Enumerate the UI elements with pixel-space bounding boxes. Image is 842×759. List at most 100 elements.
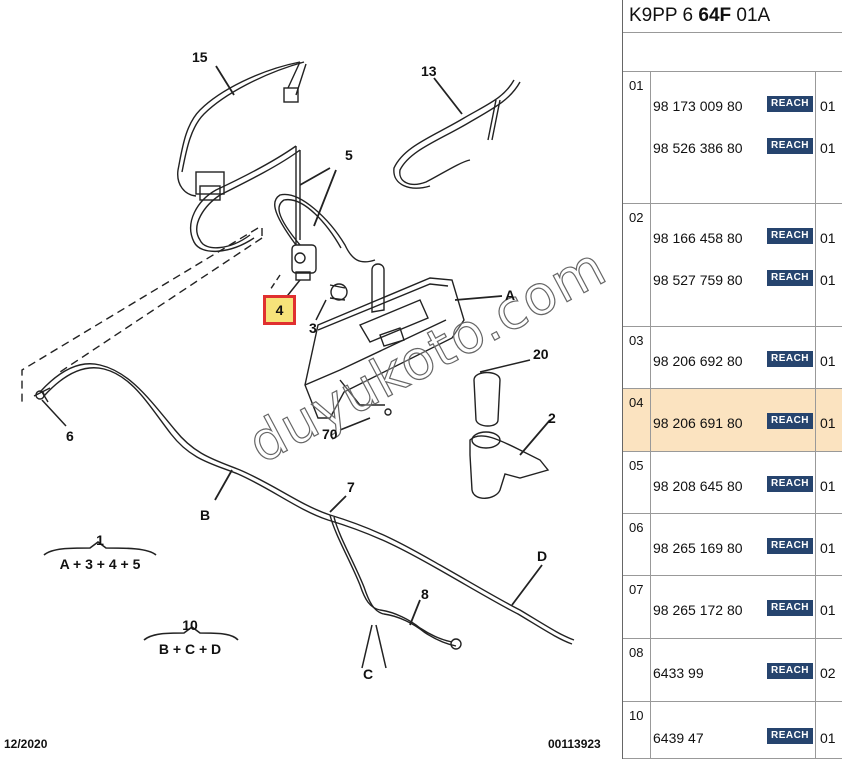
row-index: 06 (629, 520, 644, 535)
row-index: 07 (629, 582, 644, 597)
reach-badge: REACH (767, 96, 813, 112)
row-index: 08 (629, 645, 644, 660)
reach-badge: REACH (767, 351, 813, 367)
callout-20[interactable]: 20 (533, 346, 549, 362)
reach-badge: REACH (767, 270, 813, 286)
row-index: 05 (629, 458, 644, 473)
formula-1[interactable]: 1 A + 3 + 4 + 5 (40, 532, 160, 572)
parts-row-07[interactable]: 07 98 265 172 80 REACH 01 (623, 576, 842, 639)
parts-row-08[interactable]: 08 6433 99 REACH 02 (623, 639, 842, 702)
row-divider (815, 72, 816, 203)
part-entry[interactable]: 98 206 692 80 REACH 01 (653, 351, 842, 371)
part-reference[interactable]: 98 166 458 80 (653, 230, 743, 246)
parts-row-01[interactable]: 01 98 173 009 80 REACH 01 98 526 386 80 REACH… (623, 72, 842, 204)
part-reference[interactable]: 98 526 386 80 (653, 140, 743, 156)
part-entry[interactable]: 98 527 759 80 REACH 01 (653, 270, 842, 290)
parts-row-03[interactable]: 03 98 206 692 80 REACH 01 (623, 327, 842, 389)
callout-7[interactable]: 7 (347, 479, 355, 495)
callout-2[interactable]: 2 (548, 410, 556, 426)
part-reference[interactable]: 98 265 169 80 (653, 540, 743, 556)
footer-date: 12/2020 (4, 737, 48, 751)
row-divider (650, 639, 651, 701)
header-suffix: 01A (731, 5, 771, 26)
callout-B[interactable]: B (200, 507, 211, 523)
part-quantity: 01 (820, 353, 836, 369)
row-divider (650, 576, 651, 638)
formula-10[interactable]: 10 B + C + D (132, 617, 248, 657)
callout-6[interactable]: 6 (66, 428, 74, 444)
footer-code: 00113923 (548, 737, 601, 751)
row-divider (815, 452, 816, 513)
reach-badge: REACH (767, 538, 813, 554)
row-divider (650, 702, 651, 758)
reach-badge: REACH (767, 413, 813, 429)
callout-13[interactable]: 13 (421, 63, 437, 79)
part-reference[interactable]: 98 265 172 80 (653, 602, 743, 618)
row-divider (815, 514, 816, 575)
row-divider (650, 72, 651, 203)
row-divider (650, 389, 651, 451)
part-reference[interactable]: 6439 47 (653, 730, 704, 746)
callout-70[interactable]: 70 (322, 426, 338, 442)
part-reference[interactable]: 6433 99 (653, 665, 704, 681)
part-reference[interactable]: 98 206 692 80 (653, 353, 743, 369)
part-quantity: 01 (820, 602, 836, 618)
formula-1-expression: A + 3 + 4 + 5 (59, 556, 141, 572)
parts-row-06[interactable]: 06 98 265 169 80 REACH 01 (623, 514, 842, 576)
reach-badge: REACH (767, 728, 813, 744)
part-quantity: 01 (820, 140, 836, 156)
formula-1-number: 1 (96, 532, 104, 548)
header-bold: 64F (698, 5, 732, 26)
row-index: 10 (629, 708, 644, 723)
reach-badge: REACH (767, 600, 813, 616)
part-entry[interactable]: 98 265 169 80 REACH 01 (653, 538, 842, 558)
part-quantity: 01 (820, 98, 836, 114)
callout-C[interactable]: C (363, 666, 374, 682)
callout-15[interactable]: 15 (192, 49, 208, 65)
row-index: 02 (629, 210, 644, 225)
part-entry[interactable]: 98 173 009 80 REACH 01 (653, 96, 842, 116)
formula-10-expression: B + C + D (158, 641, 222, 657)
callout-8[interactable]: 8 (421, 586, 429, 602)
part-entry[interactable]: 6439 47 REACH 01 (653, 728, 842, 748)
part-entry[interactable]: 98 526 386 80 REACH 01 (653, 138, 842, 158)
part-quantity: 01 (820, 272, 836, 288)
row-divider (650, 204, 651, 326)
callout-D[interactable]: D (537, 548, 548, 564)
part-reference[interactable]: 98 173 009 80 (653, 98, 743, 114)
row-divider (815, 702, 816, 758)
panel-blank-row (623, 33, 842, 72)
part-quantity: 01 (820, 540, 836, 556)
part-entry[interactable]: 98 265 172 80 REACH 01 (653, 600, 842, 620)
row-index: 03 (629, 333, 644, 348)
row-divider (815, 639, 816, 701)
callout-3[interactable]: 3 (309, 320, 317, 336)
parts-row-10[interactable]: 10 6439 47 REACH 01 (623, 702, 842, 759)
row-divider (650, 514, 651, 575)
row-index: 04 (629, 395, 644, 410)
part-entry[interactable]: 6433 99 REACH 02 (653, 663, 842, 683)
part-reference[interactable]: 98 206 691 80 (653, 415, 743, 431)
callout-4-highlighted[interactable]: 4 (263, 295, 296, 325)
part-quantity: 01 (820, 730, 836, 746)
callout-5[interactable]: 5 (345, 147, 353, 163)
row-index: 01 (629, 78, 644, 93)
reach-badge: REACH (767, 476, 813, 492)
reach-badge: REACH (767, 663, 813, 679)
panel-header: K9PP 6 64F 01A (623, 0, 842, 33)
reach-badge: REACH (767, 138, 813, 154)
part-reference[interactable]: 98 208 645 80 (653, 478, 743, 494)
row-divider (815, 204, 816, 326)
part-quantity: 02 (820, 665, 836, 681)
callout-A[interactable]: A (505, 287, 516, 303)
row-divider (815, 576, 816, 638)
part-reference[interactable]: 98 527 759 80 (653, 272, 743, 288)
header-prefix: K9PP 6 (629, 5, 699, 26)
